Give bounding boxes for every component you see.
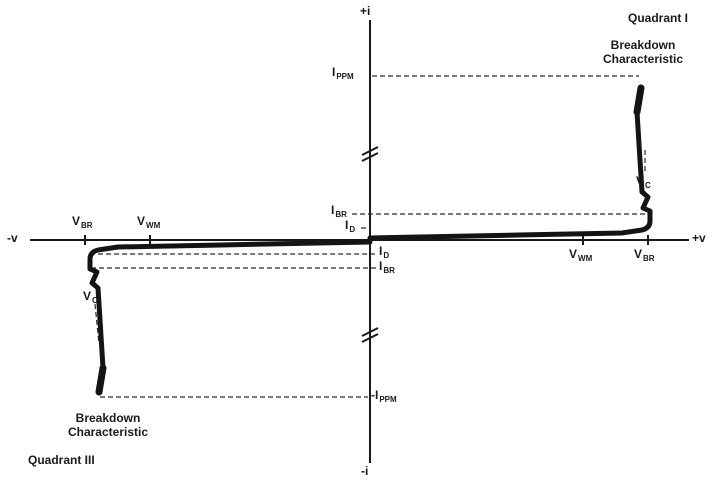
neg-ippm-main: -I <box>371 388 379 402</box>
axis-break-lower <box>361 327 379 343</box>
ibr-top-sub: BR <box>335 210 347 219</box>
quadrant3-title-text: Quadrant III <box>28 453 95 467</box>
vbr-left-label: VBR <box>72 214 93 230</box>
axis-label-plus-i: +i <box>360 4 371 19</box>
vc-q1-sub: C <box>645 181 651 190</box>
breakdown-caption-q1: Breakdown Characteristic <box>582 38 704 67</box>
id-top-label: ID <box>345 218 356 234</box>
id-bottom-label: ID <box>379 244 390 260</box>
breakdown-caption-q3: Breakdown Characteristic <box>47 411 169 440</box>
vbr-left-main: V <box>72 214 81 228</box>
ibr-bottom-main: I <box>379 259 383 273</box>
quadrant3-title: Quadrant III <box>28 453 95 468</box>
iv-curve-quadrant1 <box>367 109 653 241</box>
vc-q1-main: V <box>636 174 645 188</box>
ibr-bottom-sub: BR <box>383 266 395 275</box>
vc-q3-label: VC <box>83 289 98 305</box>
id-bottom-main: I <box>379 244 383 258</box>
axis-label-minus-v-text: -v <box>7 231 18 245</box>
dashed-guide-vc-q3 <box>94 303 100 345</box>
ibr-top-label: IBR <box>331 203 347 219</box>
vbr-right-label: VBR <box>634 247 655 263</box>
vbr-right-main: V <box>634 247 643 261</box>
iv-curve-quadrant1-tip <box>633 84 645 116</box>
vwm-left-label: VWM <box>137 214 161 230</box>
breakdown-caption-q3-text: Breakdown Characteristic <box>67 411 149 439</box>
ippm-main: I <box>332 65 336 79</box>
vc-q1-label: VC <box>636 174 651 190</box>
id-bottom-sub: D <box>383 251 390 260</box>
vc-q3-sub: C <box>92 296 98 305</box>
ibr-bottom-label: IBR <box>379 259 395 275</box>
axis-label-plus-i-text: +i <box>360 4 371 18</box>
vwm-right-label: VWM <box>569 247 593 263</box>
quadrant1-title-text: Quadrant I <box>628 11 689 25</box>
ippm-sub: PPM <box>336 72 354 81</box>
id-top-main: I <box>345 218 349 232</box>
vwm-left-main: V <box>137 214 146 228</box>
iv-curve-quadrant3-tip <box>95 364 107 396</box>
axis-break-upper <box>361 146 379 162</box>
vwm-right-sub: WM <box>578 254 593 263</box>
vc-q3-main: V <box>83 289 92 303</box>
axis-label-plus-v-text: +v <box>692 231 706 245</box>
breakdown-caption-q1-text: Breakdown Characteristic <box>602 38 684 66</box>
neg-ippm-label: -IPPM <box>371 388 397 404</box>
axis-label-plus-v: +v <box>692 231 706 246</box>
vwm-right-main: V <box>569 247 578 261</box>
neg-ippm-sub: PPM <box>379 395 397 404</box>
vwm-left-sub: WM <box>146 221 161 230</box>
ibr-top-main: I <box>331 203 335 217</box>
iv-curve-quadrant3 <box>87 239 373 371</box>
id-top-sub: D <box>349 225 356 234</box>
axis-label-minus-i: -i <box>361 464 369 479</box>
axis-label-minus-v: -v <box>7 231 18 246</box>
quadrant1-title: Quadrant I <box>628 11 689 26</box>
vbr-right-sub: BR <box>643 254 655 263</box>
axis-label-minus-i-text: -i <box>361 464 369 478</box>
vbr-left-sub: BR <box>81 221 93 230</box>
ippm-label: IPPM <box>332 65 354 81</box>
